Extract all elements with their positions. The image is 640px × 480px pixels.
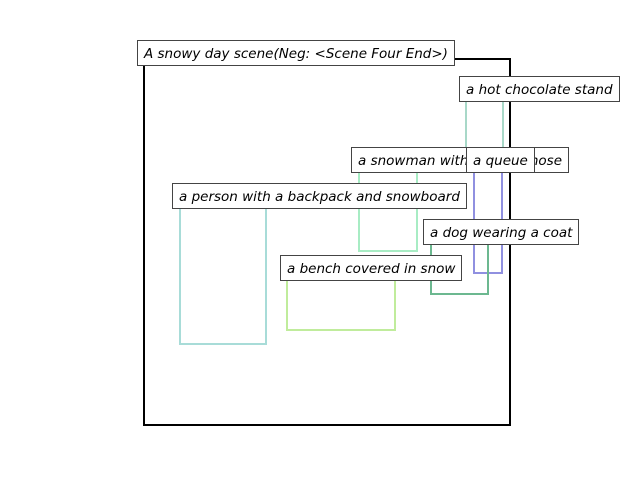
person-backpack-snowboard-label: a person with a backpack and snowboard [172,183,467,209]
scene-caption-label: A snowy day scene(Neg: <Scene Four End>) [137,40,455,66]
box-person-backpack-snowboard [179,196,267,345]
snowman-label: a snowman with a carrot nose [351,147,570,173]
dog-coat-label: a dog wearing a coat [423,219,580,245]
queue-label: a queue [466,147,535,173]
bench-label: a bench covered in snow [280,255,463,281]
hot-chocolate-stand-label: a hot chocolate stand [459,76,620,102]
